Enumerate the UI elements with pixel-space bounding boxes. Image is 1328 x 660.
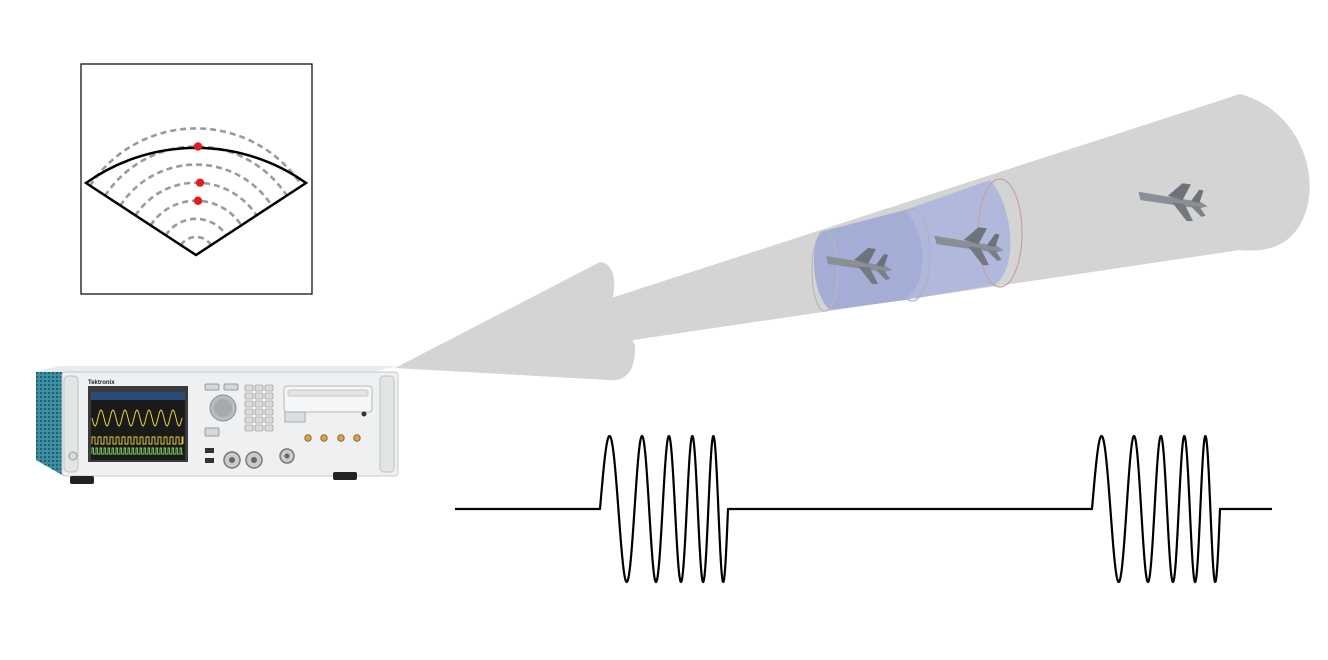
keypad-button[interactable] (254, 392, 264, 400)
range-ring (88, 127, 304, 187)
screen-trace-sine (91, 409, 183, 427)
sma-connector[interactable] (353, 434, 361, 442)
radar-display (80, 63, 313, 295)
aircraft-icon (1138, 183, 1208, 222)
instrument-foot (70, 476, 94, 484)
radar-target-blip (193, 196, 203, 205)
keypad-button[interactable] (244, 424, 254, 432)
brand-logo: Tektronix (88, 380, 115, 386)
sma-connector[interactable] (320, 434, 328, 442)
keypad-button[interactable] (264, 400, 274, 408)
keypad-button[interactable] (264, 392, 274, 400)
aircraft-group (826, 183, 1208, 284)
function-button[interactable] (204, 427, 220, 437)
keypad-button[interactable] (264, 424, 274, 432)
gate-edge-2 (893, 208, 931, 302)
aircraft-icon (934, 227, 1004, 266)
power-button[interactable] (68, 451, 78, 461)
function-button[interactable] (204, 383, 220, 391)
range-ring (179, 235, 213, 246)
label-plate (284, 411, 306, 423)
keypad-button[interactable] (244, 408, 254, 416)
beam-arrowhead (395, 262, 636, 381)
sma-connector-row (304, 434, 361, 442)
right-handle (379, 375, 395, 473)
range-ring (119, 163, 273, 207)
radar-target-blip (193, 142, 203, 151)
keypad-button[interactable] (254, 384, 264, 392)
range-ring (164, 217, 228, 237)
keypad-button[interactable] (244, 400, 254, 408)
keypad-button[interactable] (244, 384, 254, 392)
screen-trace-pulse-1 (91, 436, 184, 445)
instrument-top (36, 366, 398, 372)
gate-edge-1 (811, 230, 839, 312)
usb-port[interactable] (205, 458, 214, 463)
screen-trace-pulse-2 (91, 447, 183, 455)
sma-connector[interactable] (337, 434, 345, 442)
usb-port[interactable] (205, 448, 214, 453)
keypad-button[interactable] (254, 408, 264, 416)
keypad-button[interactable] (244, 416, 254, 424)
radar-targets (193, 142, 205, 205)
keypad-button[interactable] (244, 392, 254, 400)
chirped-pulse-waveform (455, 434, 1272, 584)
signal-generator: Tektronix (36, 366, 399, 484)
radar-display-frame (80, 63, 313, 295)
radar-target-blip (195, 178, 205, 187)
keypad-button[interactable] (254, 424, 264, 432)
keypad-button[interactable] (254, 400, 264, 408)
instrument-foot (333, 472, 357, 480)
keypad-button[interactable] (264, 408, 274, 416)
left-handle (63, 375, 79, 473)
keypad-button[interactable] (264, 416, 274, 424)
range-ring (103, 145, 289, 197)
function-button[interactable] (223, 383, 239, 391)
indicator-led (361, 411, 367, 417)
radar-beam (395, 94, 1310, 381)
aircraft-icon (826, 248, 892, 284)
keypad-button[interactable] (264, 384, 274, 392)
keypad-button[interactable] (254, 416, 264, 424)
keypad (244, 384, 274, 432)
sma-connector[interactable] (304, 434, 312, 442)
